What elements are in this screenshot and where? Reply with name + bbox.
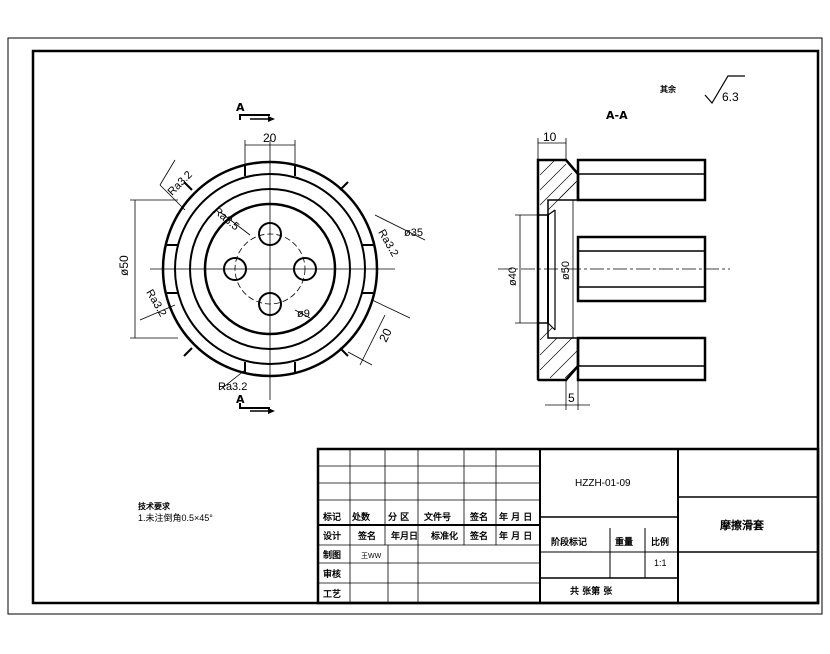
tb-label-design-date: 年月日	[391, 530, 418, 542]
section-title: A-A	[606, 109, 628, 122]
front-view	[130, 114, 426, 414]
hole-top	[258, 222, 282, 246]
tb-label-std-date: 年 月 日	[499, 530, 532, 542]
tb-label-std-sign: 签名	[469, 530, 488, 542]
tb-scale-value: 1:1	[654, 558, 667, 568]
tb-label-draw: 制图	[323, 549, 341, 561]
dim-9: ø9	[297, 308, 310, 320]
hub-outer-circle	[189, 188, 351, 350]
dim-20-right: 20	[376, 326, 395, 345]
outer-flange-circle	[161, 160, 379, 378]
part-number: HZZH-01-09	[575, 478, 631, 489]
flange-slots	[167, 164, 373, 374]
part-name: 摩擦滑套	[720, 518, 765, 532]
hole-bottom	[258, 292, 282, 316]
dim-10: 10	[543, 130, 557, 144]
hole-left	[223, 257, 247, 281]
hatch-lines	[539, 159, 578, 379]
tb-label-design-sign: 签名	[357, 530, 376, 542]
tb-label-count: 处数	[351, 511, 371, 523]
dim-line-20-right	[359, 314, 386, 366]
surface-note-value: 6.3	[722, 90, 739, 104]
tb-label-check: 审核	[323, 568, 341, 580]
cut-mark-top	[239, 114, 270, 120]
dim-35: ø35	[404, 227, 423, 239]
tech-req-title: 技术要求	[138, 501, 171, 511]
dim-20-top: 20	[263, 131, 277, 145]
surface-note-label: 其余	[660, 84, 677, 94]
slot-base-circle	[174, 173, 366, 365]
title-block	[316, 447, 820, 605]
tech-req-line1: 1.未注倒角0.5×45°	[138, 512, 213, 523]
bolt-circle	[234, 233, 306, 305]
tb-label-stage: 阶段标记	[551, 536, 587, 548]
tb-label-process: 工艺	[323, 588, 341, 600]
section-view	[498, 75, 745, 410]
tb-label-date: 年 月 日	[499, 511, 532, 523]
ra-bottom: Ra3.2	[218, 381, 247, 393]
tb-label-file: 文件号	[423, 511, 451, 523]
tb-label-design: 设计	[323, 530, 341, 542]
tb-label-scale: 比例	[651, 536, 669, 548]
finger-top	[576, 158, 707, 202]
cut-label-top: A	[236, 101, 245, 114]
ra-inner: Ra3.5	[211, 205, 241, 233]
tb-draw-name: 王WW	[361, 552, 382, 560]
tb-label-zone: 分 区	[388, 511, 409, 523]
outer-border	[7, 37, 823, 615]
cut-mark-bottom	[239, 403, 270, 409]
cut-label-bottom: A	[236, 393, 245, 406]
tb-label-standard: 标准化	[430, 530, 458, 542]
tb-label-sign: 签名	[469, 511, 488, 523]
dim-5: 5	[568, 391, 575, 405]
finger-bottom	[576, 336, 707, 382]
bore-circle	[203, 202, 337, 336]
tb-label-weight: 重量	[615, 536, 633, 548]
dim-40: ø40	[507, 267, 519, 286]
ra-upper-left: Ra3.2	[166, 169, 195, 198]
dim-section-50: ø50	[560, 261, 572, 280]
finger-middle	[576, 235, 707, 303]
hole-right	[293, 257, 317, 281]
ra-right: Ra3.2	[375, 228, 400, 259]
dim-50: ø50	[117, 255, 131, 276]
flange-top-outline	[536, 158, 580, 380]
roughness-symbol	[704, 75, 745, 105]
title-block-text: HZZH-01-09 摩擦滑套 标记 处数 分 区 文件号 签名 年 月 日 设…	[322, 478, 765, 600]
tb-label-mark: 标记	[322, 511, 341, 523]
tb-sheets: 共 张第 张	[570, 585, 613, 597]
